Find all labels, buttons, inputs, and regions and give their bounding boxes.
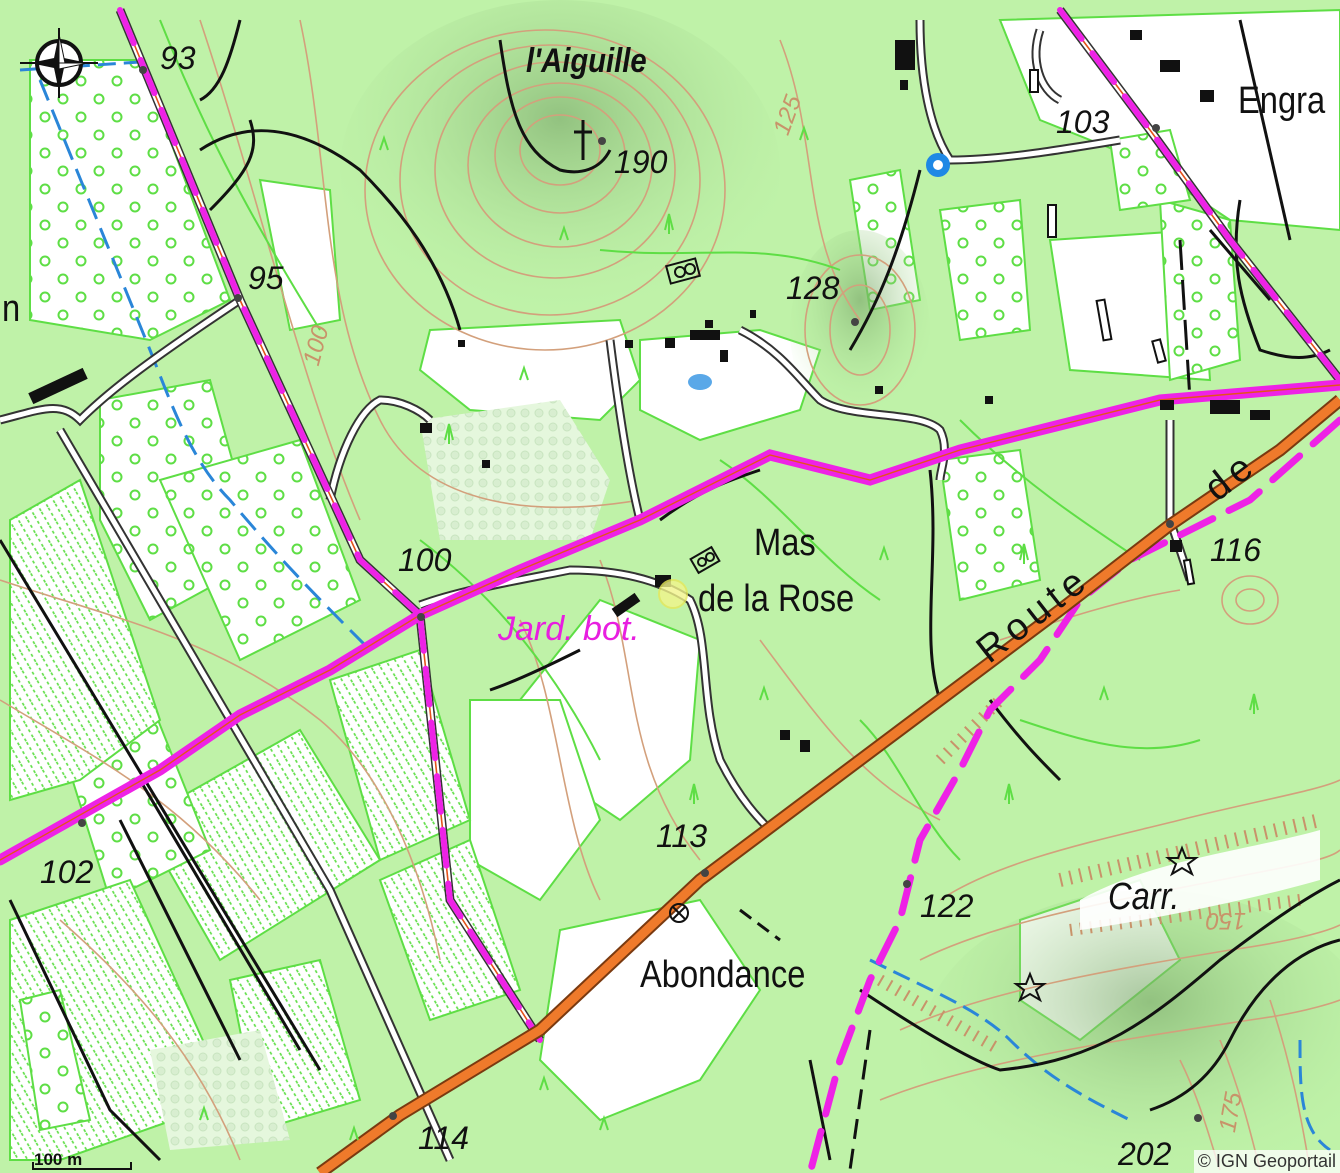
scale-label: 100 m — [34, 1150, 83, 1169]
location-marker-icon[interactable] — [926, 153, 950, 177]
cross-icon — [574, 120, 592, 160]
place-label-partial: n — [2, 288, 21, 330]
altitude-label: 93 — [160, 40, 196, 76]
place-label-engra: Engra — [1238, 80, 1326, 122]
hillshade-se — [920, 890, 1340, 1173]
quarry-area — [1080, 830, 1320, 930]
white-roads — [0, 19, 1195, 1162]
place-label-aiguille: l'Aiguille — [526, 42, 647, 80]
sheds — [1029, 69, 1196, 586]
quarry-icon — [1013, 845, 1199, 1003]
altitude-label: 95 — [248, 260, 284, 296]
main-road — [316, 395, 1340, 1173]
place-label-abondance: Abondance — [640, 954, 806, 996]
place-label-mas: Mas — [754, 522, 816, 564]
altitude-label: 116 — [1210, 532, 1262, 568]
contour-label: 150 — [1205, 907, 1246, 934]
place-label-de-la-rose: de la Rose — [698, 578, 855, 620]
poi-label-jardin-botanique: Jard. bot. — [498, 610, 640, 648]
altitude-label: 202 — [1118, 1136, 1172, 1172]
attribution[interactable]: © IGN Geoportail — [1193, 1150, 1340, 1173]
poi-circle-x-icon — [669, 903, 689, 923]
buildings — [28, 30, 1270, 752]
compass-rose-icon[interactable] — [16, 28, 102, 98]
altitude-label: 100 — [398, 542, 452, 578]
tracks — [0, 19, 1340, 1171]
scale-bar-line — [32, 1162, 132, 1170]
pond — [688, 374, 712, 390]
altitude-label: 122 — [920, 888, 974, 924]
place-label-carr: Carr. — [1108, 876, 1180, 918]
scale-bar: 100 m — [24, 1150, 132, 1172]
altitude-label: 128 — [786, 270, 840, 306]
highlight-marker[interactable] — [658, 579, 688, 609]
altitude-label: 113 — [656, 818, 708, 854]
ruin-icon — [664, 257, 721, 575]
altitude-label: 114 — [418, 1120, 470, 1156]
altitude-label: 103 — [1056, 104, 1110, 140]
altitude-label: 102 — [40, 854, 94, 890]
altitude-label: 190 — [614, 144, 668, 180]
trail-nodes — [78, 66, 1202, 1122]
tree-symbols — [199, 124, 1259, 1141]
hiking-trail — [0, 7, 1340, 1173]
